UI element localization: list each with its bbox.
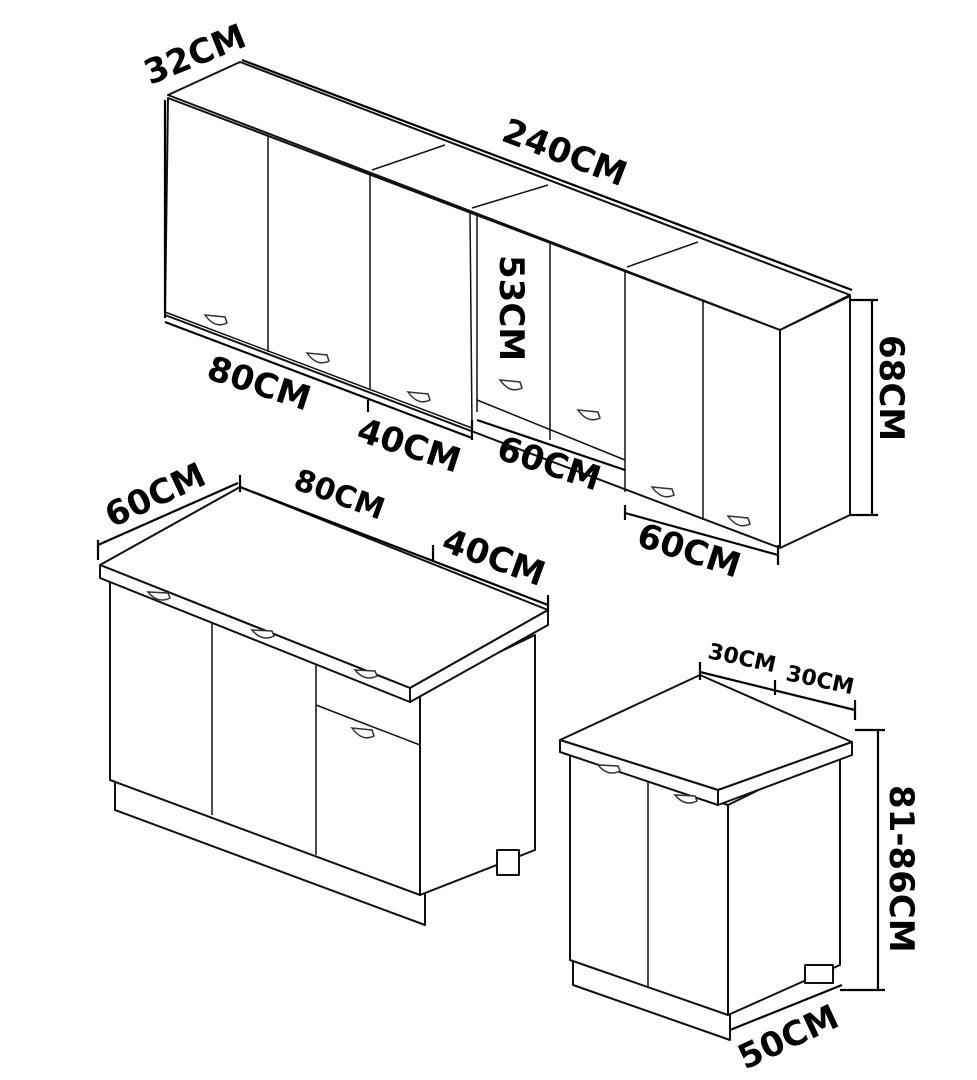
large-countertop-side bbox=[409, 609, 549, 703]
upper-handles bbox=[203, 314, 751, 527]
base-cabinet-large bbox=[96, 475, 550, 926]
upper-doors bbox=[267, 136, 704, 520]
leg bbox=[496, 849, 520, 876]
base-cabinet-small bbox=[559, 662, 885, 1041]
upper-right-side bbox=[779, 295, 851, 549]
label-small-width-30a: 30CM bbox=[706, 639, 778, 678]
label-upper-inner-height: 53CM bbox=[491, 255, 531, 361]
label-small-height: 81-86CM bbox=[881, 785, 921, 953]
label-small-depth: 50CM bbox=[732, 997, 845, 1078]
label-upper-height: 68CM bbox=[871, 335, 911, 441]
upper-cabinets bbox=[163, 58, 878, 565]
small-countertop-side bbox=[717, 741, 853, 806]
leg bbox=[804, 964, 834, 984]
